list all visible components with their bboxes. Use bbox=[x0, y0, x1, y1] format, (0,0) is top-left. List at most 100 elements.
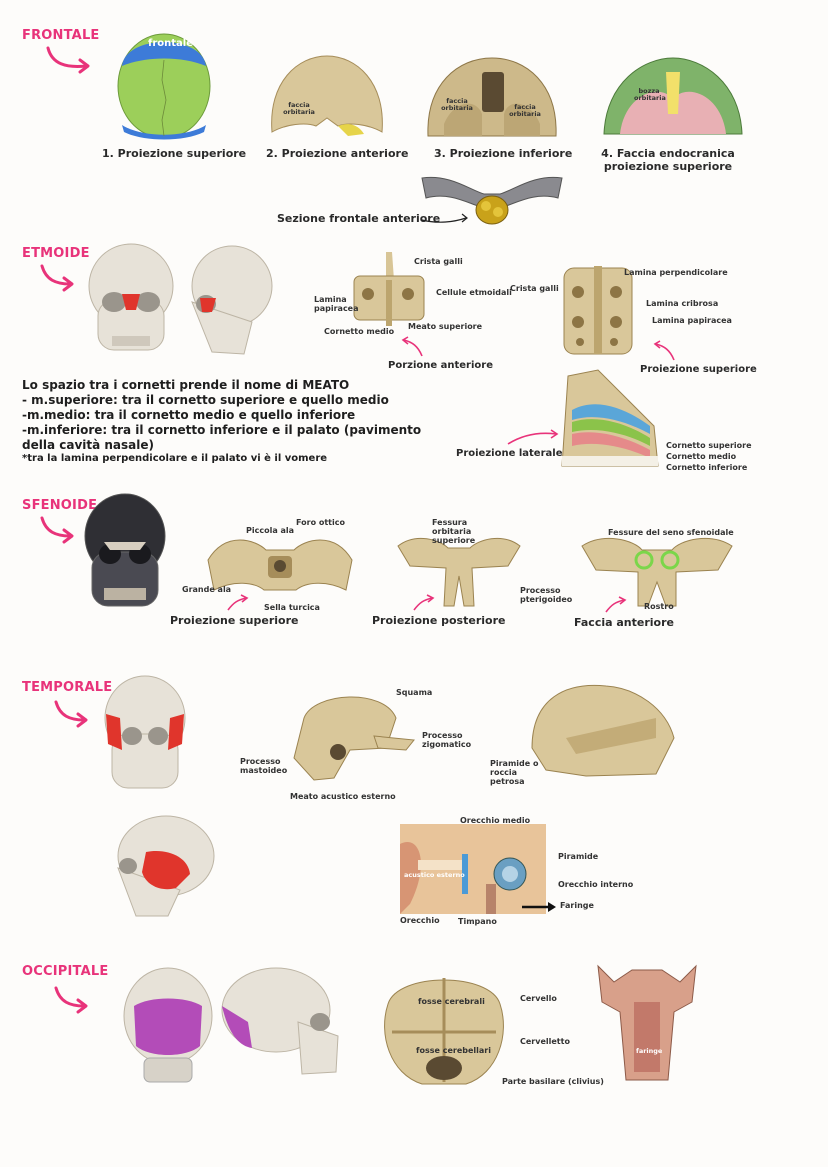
label-processo-mastoideo: Processo mastoideo bbox=[240, 757, 288, 776]
ethmoid-superior-bone-illustration bbox=[563, 266, 633, 355]
section-title-frontale: FRONTALE bbox=[22, 28, 100, 43]
label-orecchio-medio: Orecchio medio bbox=[460, 816, 531, 825]
pointer-arrow-icon bbox=[522, 902, 556, 912]
label-foro-ottico: Foro ottico bbox=[296, 518, 345, 527]
label-orecchio: Orecchio bbox=[400, 916, 440, 925]
occipital-posterior-skull-illustration bbox=[123, 967, 213, 1083]
label-rostro: Rostro bbox=[644, 602, 674, 611]
caption-sfenoide-anteriore: Faccia anteriore bbox=[574, 616, 674, 629]
temporal-bone-internal-illustration bbox=[531, 684, 675, 777]
label-piramide-roccia: Piramide o roccia petrosa bbox=[490, 759, 539, 787]
label-processo-pterigoideo: Processo pterigoideo bbox=[520, 586, 573, 605]
label-faringe-occipitale: faringe bbox=[636, 1047, 663, 1055]
label-cornetto-inferiore: Cornetto inferiore bbox=[666, 463, 748, 472]
caption-sfenoide-posteriore: Proiezione posteriore bbox=[372, 614, 506, 627]
label-piccola-ala: Piccola ala bbox=[246, 526, 295, 535]
frontale-skull-label: frontale bbox=[148, 38, 194, 49]
label-sella-turcica: Sella turcica bbox=[264, 603, 320, 612]
temporal-bone-lateral-illustration bbox=[293, 696, 415, 781]
label-faccia-orbitaria-inferior-right: faccia orbitaria bbox=[509, 103, 541, 119]
label-faccia-orbitaria-anterior: faccia orbitaria bbox=[283, 101, 315, 117]
label-meato-acustico-esterno: Meato acustico esterno bbox=[290, 792, 396, 801]
sphenoid-superior-bone-illustration bbox=[207, 539, 353, 591]
label-grande-ala: Grande ala bbox=[182, 585, 232, 594]
note-line-5: *tra la lamina perpendicolare e il palat… bbox=[22, 453, 328, 464]
caption-frontale-1: 1. Proiezione superiore bbox=[102, 147, 247, 160]
caption-frontale-2: 2. Proiezione anteriore bbox=[266, 147, 409, 160]
pink-pointer-arrow-icon bbox=[401, 336, 423, 357]
ethmoid-front-skull-illustration bbox=[88, 243, 174, 351]
pink-pointer-arrow-icon bbox=[605, 596, 627, 613]
caption-frontale-3: 3. Proiezione inferiore bbox=[434, 147, 573, 160]
caption-proiezione-superiore-etmoide: Proiezione superiore bbox=[640, 364, 757, 375]
frontal-section-illustration bbox=[421, 176, 563, 225]
pink-arrow-icon bbox=[54, 986, 88, 1014]
pink-pointer-arrow-icon bbox=[227, 594, 249, 611]
note-line-4: -m.inferiore: tra il cornetto inferiore … bbox=[22, 423, 422, 452]
occipital-lateral-skull-illustration bbox=[221, 967, 339, 1075]
pharynx-illustration bbox=[597, 964, 697, 1081]
pink-arrow-icon bbox=[54, 700, 88, 728]
section-title-temporale: TEMPORALE bbox=[22, 680, 113, 695]
ethmoid-lateral-skull-illustration bbox=[191, 245, 273, 355]
label-bozza-orbitaria: bozza orbitaria bbox=[634, 87, 666, 103]
label-lamina-cribrosa: Lamina cribrosa bbox=[646, 299, 719, 308]
label-parte-basilare: Parte basilare (clivius) bbox=[502, 1077, 604, 1086]
note-line-3: -m.medio: tra il cornetto medio e quello… bbox=[22, 408, 356, 422]
label-cellule-etmoidali: Cellule etmoidali bbox=[436, 288, 512, 297]
label-fessura-orbitaria: Fessura orbitaria superiore bbox=[432, 518, 476, 546]
caption-sezione-frontale: Sezione frontale anteriore bbox=[277, 212, 441, 225]
section-title-occipitale: OCCIPITALE bbox=[22, 964, 109, 979]
temporal-front-skull-illustration bbox=[104, 675, 186, 789]
note-line-1: Lo spazio tra i cornetti prende il nome … bbox=[22, 378, 350, 392]
pink-arrow-icon bbox=[40, 516, 74, 544]
label-fessure-seno-sfenoidale: Fessure del seno sfenoidale bbox=[608, 528, 734, 537]
sphenoid-skull-illustration bbox=[84, 493, 166, 607]
pink-pointer-arrow-icon bbox=[507, 429, 559, 445]
sphenoid-anterior-bone-illustration bbox=[581, 538, 733, 607]
label-crista-galli-2: Crista galli bbox=[510, 284, 559, 293]
label-cornetto-medio: Cornetto medio bbox=[324, 327, 395, 336]
meato-note: Lo spazio tra i cornetti prende il nome … bbox=[22, 378, 452, 466]
sphenoid-posterior-bone-illustration bbox=[397, 537, 521, 607]
label-meato-superiore: Meato superiore bbox=[408, 322, 483, 331]
label-faccia-orbitaria-inferior-left: faccia orbitaria bbox=[441, 97, 473, 113]
caption-proiezione-laterale: Proiezione laterale bbox=[456, 448, 563, 459]
label-processo-zigomatico: Processo zigomatico bbox=[422, 731, 472, 750]
label-acustico-esterno: acustico esterno bbox=[404, 871, 465, 879]
label-cornetto-superiore: Cornetto superiore bbox=[666, 441, 752, 450]
label-timpano: Timpano bbox=[458, 917, 497, 926]
section-title-etmoide: ETMOIDE bbox=[22, 246, 90, 261]
caption-porzione-anteriore: Porzione anteriore bbox=[388, 360, 494, 371]
label-lamina-papiracea-2: Lamina papiracea bbox=[652, 316, 732, 325]
label-cornetto-medio-2: Cornetto medio bbox=[666, 452, 737, 461]
occipital-internal-bone-illustration bbox=[384, 978, 504, 1085]
label-lamina-perpendicolare: Lamina perpendicolare bbox=[624, 268, 728, 277]
caption-frontale-4: 4. Faccia endocranica proiezione superio… bbox=[601, 147, 735, 173]
frontal-inferior-bone-illustration bbox=[427, 57, 557, 137]
frontal-endocranial-illustration bbox=[603, 57, 743, 135]
pointer-arrow-icon bbox=[421, 213, 468, 223]
label-fosse-cerebrali: fosse cerebrali bbox=[418, 997, 485, 1006]
pink-pointer-arrow-icon bbox=[413, 594, 435, 611]
label-crista-galli-1: Crista galli bbox=[414, 257, 463, 266]
ethmoid-anterior-bone-illustration bbox=[353, 252, 425, 326]
label-fosse-cerebellari: fosse cerebellari bbox=[416, 1046, 491, 1055]
label-squama: Squama bbox=[396, 688, 433, 697]
pink-pointer-arrow-icon bbox=[653, 340, 675, 361]
label-lamina-papiracea-1: Lamina papiracea bbox=[314, 295, 359, 314]
pink-arrow-icon bbox=[46, 46, 90, 74]
label-orecchio-interno: Orecchio interno bbox=[558, 880, 634, 889]
pink-arrow-icon bbox=[40, 264, 74, 292]
label-cervello: Cervello bbox=[520, 994, 557, 1003]
label-faringe-temporale: Faringe bbox=[560, 901, 594, 910]
temporal-lateral-skull-illustration bbox=[117, 815, 215, 917]
label-piramide: Piramide bbox=[558, 852, 599, 861]
section-title-sfenoide: SFENOIDE bbox=[22, 498, 98, 513]
frontal-anterior-bone-illustration bbox=[271, 55, 383, 136]
caption-sfenoide-superiore: Proiezione superiore bbox=[170, 614, 299, 627]
frontal-superior-skull-illustration bbox=[117, 33, 211, 140]
note-line-2: - m.superiore: tra il cornetto superiore… bbox=[22, 393, 389, 407]
label-cervelletto: Cervelletto bbox=[520, 1037, 570, 1046]
ethmoid-lateral-cavity-illustration bbox=[561, 369, 659, 467]
